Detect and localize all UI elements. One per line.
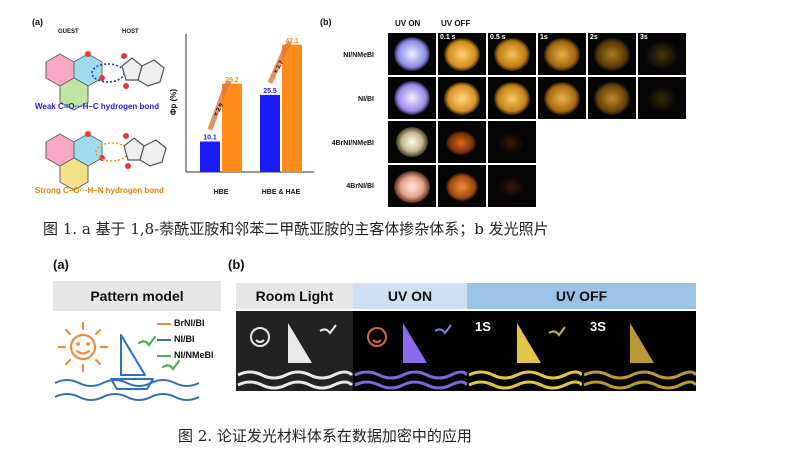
host-label: HOST (122, 29, 139, 35)
panel-uv-on (353, 311, 467, 391)
photo-ni-bi-05s (488, 77, 536, 119)
pattern-uv-on (354, 323, 467, 390)
photo-ni-bi-01s (438, 77, 486, 119)
photo-ni-nmebi-05s: 0.5 s (488, 33, 536, 75)
bar-value-label-1-0: 25.5 (263, 88, 277, 95)
bird-icons (137, 335, 181, 371)
pattern-uv-off-1s (468, 323, 582, 390)
photo-4brni-nmebi-01s (438, 121, 486, 163)
photo-ni-bi-2s (588, 77, 636, 119)
category-label-1: HBE & HAE (262, 189, 301, 196)
host-molecule-bottom (123, 133, 167, 169)
figure-1-caption: 图 1. a 基于 1,8-萘酰亚胺和邻苯二甲酰亚胺的主客体掺杂体系；b 发光照… (43, 220, 549, 238)
uv-on-label: UV ON (395, 19, 421, 28)
legend-swatch-ni-nmebi (157, 355, 171, 357)
wave-lines (54, 379, 200, 401)
panel-room-light (236, 311, 353, 391)
bar-0-1 (222, 83, 242, 172)
strong-bond-label: Strong C–O···H–N hydrogen bond (35, 186, 164, 195)
increase-arrow-0 (207, 79, 232, 131)
legend-swatch-ni-bi (157, 339, 171, 341)
fig1-panel-a-label: (a) (32, 17, 43, 27)
row-label-ni-nmebi: NI/NMeBI (343, 52, 374, 59)
row-label-ni-bi: NI/BI (358, 96, 374, 103)
photo-ni-nmebi-01s: 0.1 s (438, 33, 486, 75)
figure-2-caption: 图 2. 论证发光材料体系在数据加密中的应用 (178, 427, 472, 445)
pattern-uv-off-3s (583, 323, 696, 390)
bar-value-label-0-1: 29.2 (225, 77, 239, 84)
fig2-panel-b-label: (b) (228, 257, 245, 272)
guest-molecule-bottom (45, 131, 105, 191)
weak-bond-label: Weak C=O···H–C hydrogen bond (35, 102, 160, 111)
photo-ni-bi-3s (638, 77, 686, 119)
photo-4brni-nmebi-uv-on (388, 121, 436, 163)
sailboat-icon (110, 334, 154, 390)
photo-4brni-bi-05s (488, 165, 536, 207)
photo-4brni-bi-uv-on (388, 165, 436, 207)
bar-value-label-1-1: 42.1 (285, 38, 299, 45)
header-uv-off: UV OFF (467, 283, 696, 309)
pattern-room-light (237, 323, 353, 390)
bar-1-0 (260, 94, 280, 172)
fig2-panel-a-label: (a) (53, 257, 69, 272)
bar-0-0 (200, 141, 220, 172)
uv-off-label: UV OFF (441, 19, 471, 28)
bar-1-1 (282, 44, 302, 172)
y-axis-label: Φp (%) (169, 89, 178, 115)
sun-icon (57, 321, 109, 373)
row-label-4brni-nmebi: 4BrNI/NMeBI (331, 140, 374, 147)
pattern-model-header: Pattern model (53, 281, 221, 311)
photo-ni-bi-1s (538, 77, 586, 119)
header-uv-on: UV ON (353, 283, 467, 309)
bar-value-label-0-0: 10.1 (203, 134, 217, 141)
photo-ni-nmebi-1s: 1s (538, 33, 586, 75)
label-3s: 3S (590, 319, 606, 334)
molecule-diagram (45, 51, 167, 191)
host-molecule-top (121, 53, 165, 89)
panel-uv-off-3s: 3S (582, 311, 696, 391)
legend-swatch-brni-bi (157, 323, 171, 325)
category-label-0: HBE (214, 189, 229, 196)
photo-ni-nmebi-uv-on (388, 33, 436, 75)
category-labels: HBE HBE & HAE (214, 189, 301, 196)
pattern-model-drawing (54, 321, 200, 401)
panel-uv-off-1s: 1S (467, 311, 582, 391)
photo-4brni-nmebi-05s (488, 121, 536, 163)
fig1-panel-b-label: (b) (320, 17, 332, 27)
photo-ni-nmebi-2s: 2s (588, 33, 636, 75)
guest-label: GUEST (58, 29, 79, 35)
increase-arrow-1 (267, 40, 292, 84)
photo-4brni-bi-01s (438, 165, 486, 207)
label-1s: 1S (475, 319, 491, 334)
row-label-4brni-bi: 4BrNI/BI (346, 183, 374, 190)
header-room-light: Room Light (236, 283, 353, 309)
bars-group: 10.129.2× 2.925.542.1× 1.7 (200, 38, 302, 172)
photo-ni-nmebi-3s: 3s (638, 33, 686, 75)
photo-ni-bi-uv-on (388, 77, 436, 119)
